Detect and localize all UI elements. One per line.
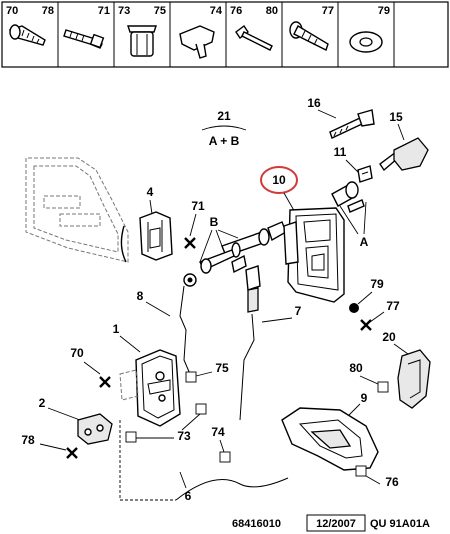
clip-point-icon [195,403,207,415]
part-10-handle-housing [283,207,345,303]
callout-b-group: B [199,215,239,263]
callout-4: 4 [147,185,154,199]
part-15-key-head: 15 [379,110,429,172]
fastener-legend-table: 70 78 71 73 75 74 76 [1,1,449,68]
callout-74-group: 74 [211,425,231,463]
lock-cylinder-assembly [183,221,287,287]
reference-footer: 68416010 12/2007 QU 91A01A [232,514,430,532]
callout-a: A [360,235,369,249]
kit-formula: A + B [209,134,240,148]
callout-b: B [210,215,219,229]
callout-10-group: 10 [260,166,298,215]
flange-screw-icon [289,21,329,51]
clip-point-icon [185,371,197,383]
grease-point-icon [349,303,359,313]
legend-cell-7-right: 79 [378,5,390,17]
part-7-rod: 7 [239,265,302,421]
callout-11: 11 [334,145,347,159]
callout-16: 16 [307,96,321,110]
clip-point-icon [125,431,137,443]
callout-71: 71 [191,199,205,213]
clip-icon [179,25,215,59]
callout-8: 8 [137,289,144,303]
callout-1: 1 [113,322,120,336]
callout-75-group: 75 [185,361,229,383]
legend-cell-3-right: 75 [154,5,166,17]
plastic-nut-icon [127,25,157,57]
callout-79: 79 [370,277,384,291]
legend-cell-6-right: 77 [322,5,334,17]
callout-80: 80 [349,361,363,375]
legend-cell-1-right: 78 [42,5,54,17]
callout-15: 15 [389,110,403,124]
self-tapping-screw-icon [8,24,46,46]
part-4-bracket: 4 [139,185,173,261]
callout-80-group: 80 [349,361,389,393]
legend-cell-5-right: 80 [266,5,278,17]
callout-a-group: A [331,181,369,249]
callout-73-group: 73 [125,403,207,443]
legend-cell-4-right: 74 [210,5,223,17]
legend-cell-2-right: 71 [98,5,110,17]
callout-20: 20 [382,330,396,344]
clip-point-icon [219,451,231,463]
part-6-cable: 6 [119,420,289,503]
callout-70: 70 [70,346,84,360]
callout-75: 75 [215,361,229,375]
callout-21: 21 [217,109,231,123]
callout-74: 74 [211,425,225,439]
part-11-pin: 11 [334,145,373,183]
callout-70-group: 70 [70,346,111,388]
diagram-code: QU 91A01A [370,518,430,530]
revision-date: 12/2007 [316,518,356,530]
part-16-key-blade: 16 [307,96,375,139]
callout-7: 7 [295,304,302,318]
callout-76: 76 [385,475,399,489]
clip-point-icon [355,465,367,477]
fixing-point-icon [360,319,372,331]
callout-77: 77 [386,299,400,313]
washer-icon [349,31,383,53]
legend-cell-5-left: 76 [230,5,242,17]
callout-10: 10 [272,173,286,187]
door-outline [25,157,129,263]
part-8-rod: 8 [137,285,191,375]
part-2-striker: 2 [39,396,113,445]
callout-71-group: 71 [184,199,205,249]
callout-6: 6 [185,489,192,503]
callout-9: 9 [361,391,368,405]
legend-cell-3-left: 73 [118,5,130,17]
legend-cell-1-left: 70 [6,5,18,17]
date-box [306,514,366,532]
callout-77-group: 77 [360,299,400,331]
fixing-point-icon [99,376,111,388]
part-9-interior-handle: 9 [281,391,379,471]
clip-point-icon [377,381,389,393]
part-number: 68416010 [232,518,281,530]
highlight-circle [260,166,298,194]
push-rivet-icon [235,24,273,51]
part-1-lock-body: 1 [113,322,181,427]
callout-2: 2 [39,396,46,410]
callout-73: 73 [177,429,191,443]
callout-78-group: 78 [21,433,78,459]
hex-screw-icon [63,29,105,49]
callout-79-group: 79 [349,277,384,313]
part-20-end-cap: 20 [382,330,431,409]
fixing-point-icon [184,237,196,249]
fixing-point-icon [66,447,78,459]
callout-78: 78 [21,433,35,447]
callout-76-group: 76 [355,465,399,489]
kit-label-21: 21 A + B [201,109,247,148]
